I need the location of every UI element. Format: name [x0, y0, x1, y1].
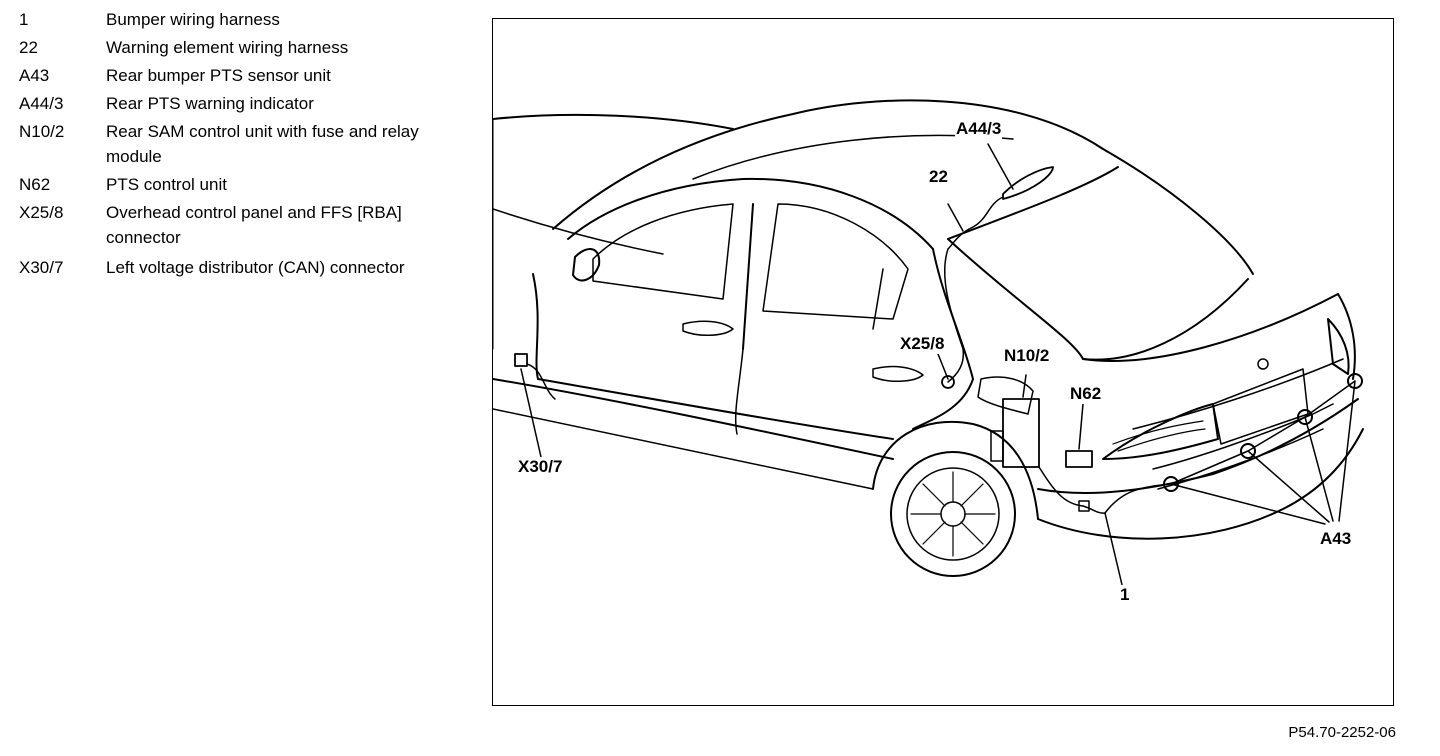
rocker-line-upper — [537, 378, 894, 440]
callout-n10-2: N10/2 — [1003, 346, 1051, 366]
license-plate — [1212, 368, 1309, 445]
callout-x30-7: X30/7 — [517, 457, 564, 477]
rear-window-left — [947, 166, 1119, 240]
rear-tire — [890, 451, 1016, 577]
rim-spokes — [910, 471, 996, 557]
pts-sensor-2 — [1240, 443, 1256, 459]
x30-7-connector — [514, 353, 528, 367]
callout-1: 1 — [1119, 585, 1131, 605]
harness-1-connector — [1078, 500, 1090, 512]
harness-22 — [947, 196, 1004, 250]
rear-window-bottom — [947, 238, 1249, 361]
pts-sensor-3 — [1297, 409, 1313, 425]
legend-code: N10/2 — [19, 122, 65, 141]
trunk-lip — [1132, 358, 1344, 430]
legend-code: N62 — [19, 175, 51, 194]
rear-window-divider — [872, 268, 884, 330]
legend-description: Bumper wiring harness — [106, 10, 280, 29]
leader-lines — [520, 143, 1356, 590]
n10-2-module-side — [990, 430, 1004, 462]
b-pillar — [742, 203, 754, 350]
harness-22-lower — [944, 248, 965, 383]
legend-description: Left voltage distributor (CAN) connector — [106, 258, 405, 277]
callout-a44-3: A44/3 — [955, 119, 1003, 139]
legend-description: Rear PTS warning indicator — [106, 94, 314, 113]
figure-reference: P54.70-2252-06 — [1288, 724, 1396, 741]
legend-code: 1 — [19, 10, 29, 29]
bumper-top — [1037, 398, 1359, 495]
front-door-window — [592, 203, 734, 300]
legend-code: A43 — [19, 66, 50, 85]
fuel-door — [977, 376, 1034, 415]
door-gap — [734, 348, 744, 435]
pts-sensor-4 — [1347, 373, 1363, 389]
wheel-arch — [872, 420, 1039, 520]
callout-n62: N62 — [1069, 384, 1103, 404]
legend-description: PTS control unit — [106, 175, 227, 194]
side-mirror — [572, 248, 601, 282]
bumper-bottom — [1037, 428, 1364, 540]
front-door-edge — [532, 273, 539, 380]
legend-description: Rear SAM control unit with fuse and rela… — [106, 122, 419, 166]
callout-a43: A43 — [1319, 529, 1353, 549]
x25-8-connector — [941, 375, 955, 389]
tail-light-right — [1327, 318, 1350, 375]
n62-control-unit — [1065, 450, 1093, 468]
tail-light-stripe-1 — [1112, 420, 1204, 445]
c-pillar — [912, 248, 974, 430]
legend-code: X25/8 — [19, 203, 64, 222]
pts-sensor-1 — [1163, 476, 1179, 492]
legend-code: A44/3 — [19, 94, 64, 113]
tail-light-stripe-2 — [1117, 428, 1206, 452]
harness-x30-7 — [526, 363, 556, 400]
legend-description: Warning element wiring harness — [106, 38, 349, 57]
a44-3-indicator — [1002, 166, 1054, 200]
roof-line-left — [493, 113, 734, 130]
legend-code: 22 — [19, 38, 38, 57]
harness-1-a — [1038, 466, 1106, 514]
legend-code: X30/7 — [19, 258, 64, 277]
trunk-edge — [1082, 293, 1356, 380]
callout-x25-8: X25/8 — [899, 334, 946, 354]
car-line-drawing — [493, 99, 1364, 590]
rear-door-handle — [872, 365, 924, 382]
brand-emblem — [1257, 358, 1269, 370]
sill-line — [493, 408, 874, 490]
rear-door-window — [762, 203, 909, 320]
front-door-handle — [682, 320, 734, 336]
legend-description: Overhead control panel and FFS [RBA] con… — [106, 203, 402, 247]
harness-1-b — [1104, 380, 1356, 514]
legend-description: Rear bumper PTS sensor unit — [106, 66, 331, 85]
roof-outline — [552, 99, 1104, 230]
rear-rim — [906, 467, 1000, 561]
window-frame — [567, 177, 934, 250]
rocker-line-lower — [493, 378, 894, 460]
diagram-frame: A44/3 22 X25/8 N10/2 N62 X30/7 A43 1 — [492, 18, 1394, 706]
callout-22: 22 — [928, 167, 949, 187]
rear-window-top — [1102, 148, 1254, 275]
roof-seam — [692, 134, 1014, 180]
hood-line — [493, 208, 664, 255]
